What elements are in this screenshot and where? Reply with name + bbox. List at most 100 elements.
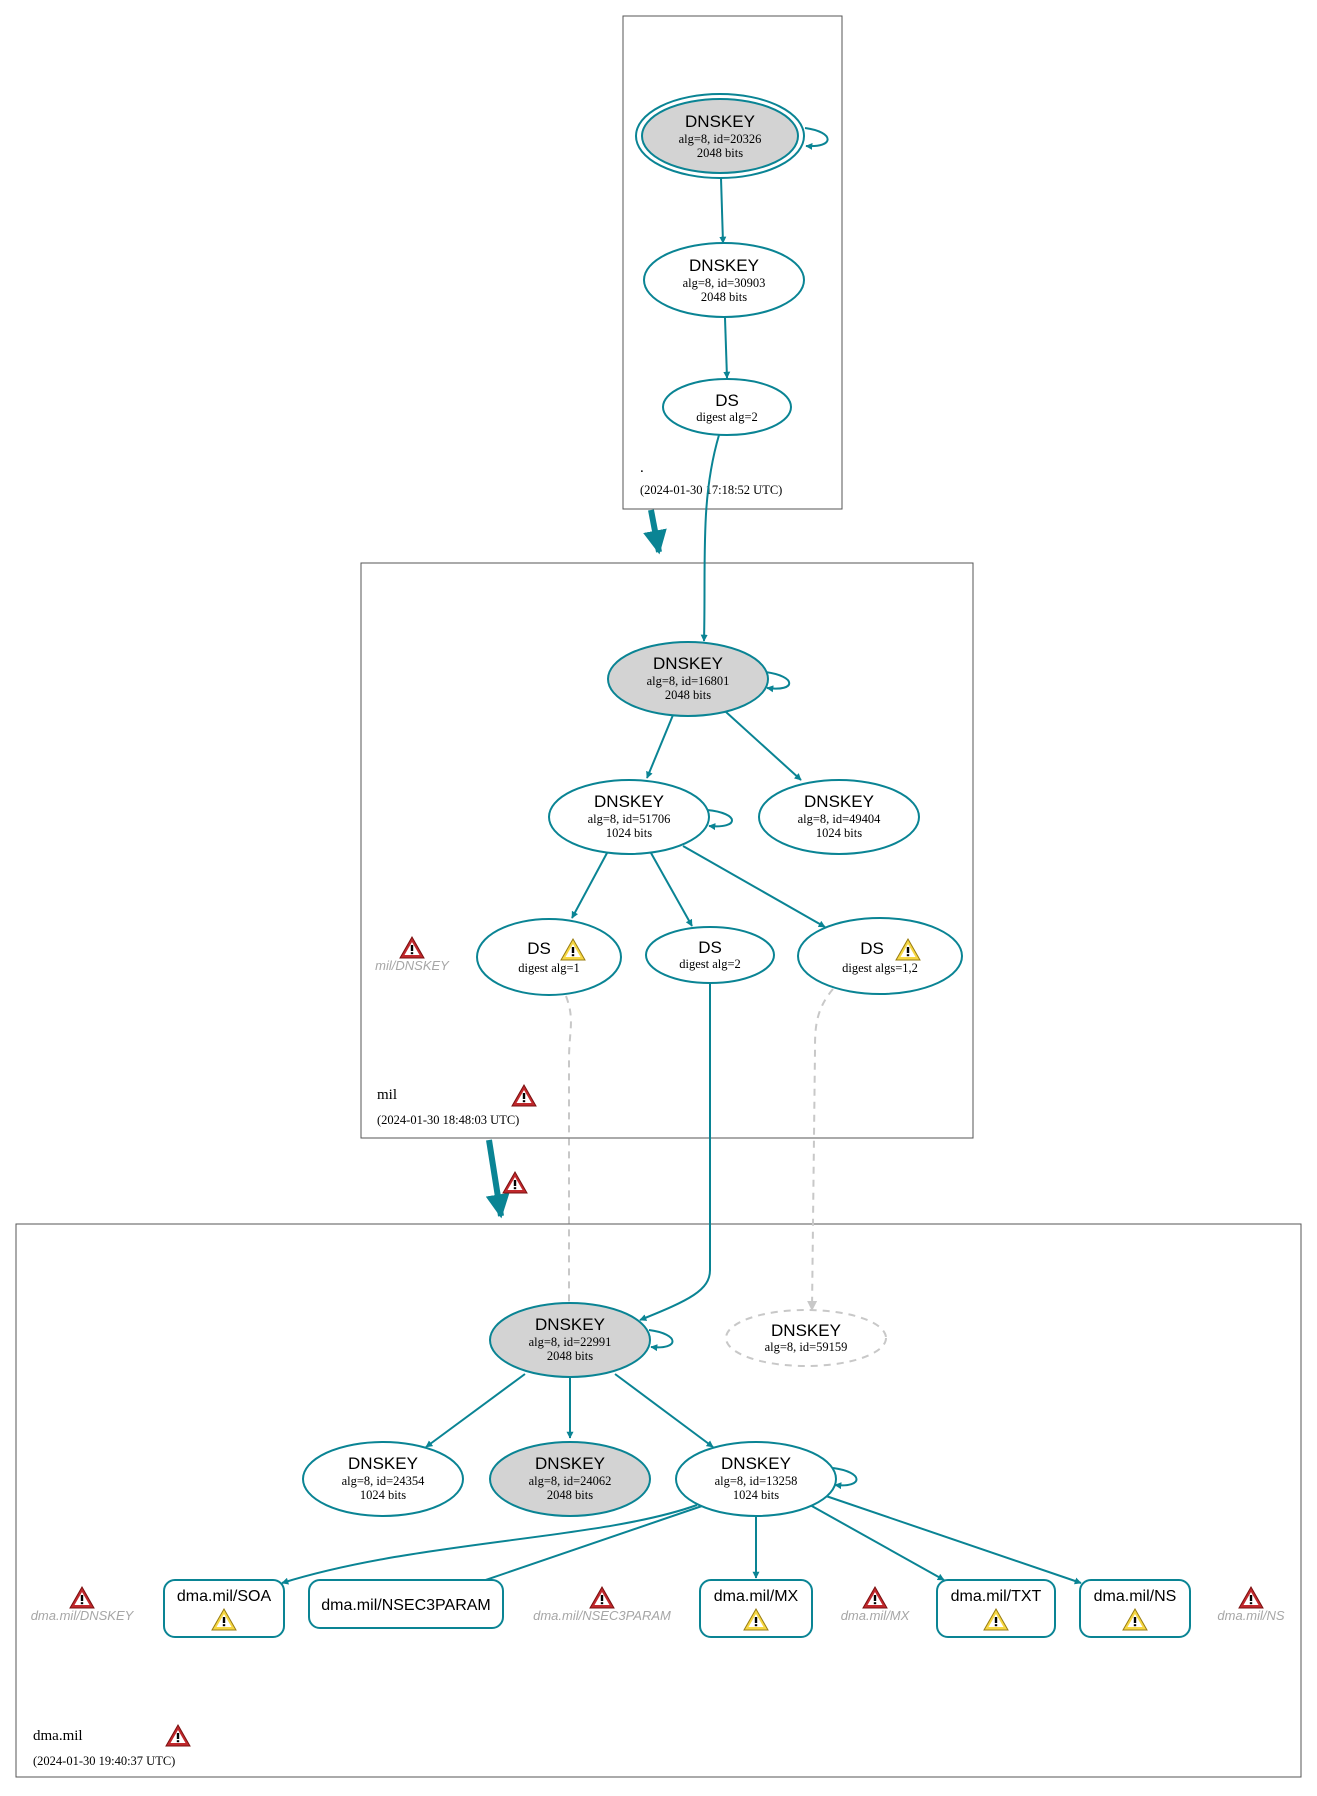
node-mil-zsk2-line2: 1024 bits: [816, 826, 862, 840]
zone-dma-box: [15, 1223, 1302, 1778]
edge-root-ds-mil-ksk: [700, 434, 720, 642]
node-mil-zsk2[interactable]: DNSKEY alg=8, id=49404 1024 bits: [758, 779, 920, 855]
edge-mil-ksk-self: [764, 671, 791, 693]
node-mil-ds3[interactable]: DS digest algs=1,2: [797, 917, 963, 995]
node-dma-zsk2-line1: alg=8, id=13258: [715, 1474, 798, 1488]
ghost-dma-mx-label: dma.mil/MX: [841, 1608, 911, 1623]
node-root-zsk-line2: 2048 bits: [701, 290, 747, 304]
edge-dma-ksk-self: [648, 1329, 674, 1352]
node-mil-ds3-line1: digest algs=1,2: [842, 961, 918, 975]
ghost-dma-nsec3param-error-icon: [589, 1586, 615, 1609]
ghost-mil-dnskey-error-icon: [399, 936, 425, 959]
zone-dma-timestamp: (2024-01-30 19:40:37 UTC): [33, 1754, 175, 1768]
rrset-ns[interactable]: dma.mil/NS: [1079, 1579, 1191, 1638]
node-dma-zsk1-title: DNSKEY: [348, 1454, 418, 1473]
node-mil-zsk1-line1: alg=8, id=51706: [588, 812, 671, 826]
node-root-ksk[interactable]: DNSKEY alg=8, id=20326 2048 bits: [635, 93, 805, 179]
node-dma-ksk[interactable]: DNSKEY alg=8, id=22991 2048 bits: [489, 1302, 651, 1378]
node-dma-zsk2-title: DNSKEY: [721, 1454, 791, 1473]
node-mil-ds1[interactable]: DS digest alg=1: [476, 918, 622, 996]
node-dma-missing-dnskey[interactable]: DNSKEY alg=8, id=59159: [725, 1309, 887, 1367]
ghost-dma-ns-label: dma.mil/NS: [1217, 1608, 1285, 1623]
node-dma-zsk1-line2: 1024 bits: [360, 1488, 406, 1502]
edge-mil-ds1-dma-ksk: [564, 995, 574, 1321]
node-dma-ksk-line2: 2048 bits: [547, 1349, 593, 1363]
rrset-nsec3param-label: dma.mil/NSEC3PARAM: [321, 1597, 491, 1614]
node-dma-ksk2-line2: 2048 bits: [547, 1488, 593, 1502]
node-root-ds[interactable]: DS digest alg=2: [662, 378, 792, 436]
node-dma-zsk1[interactable]: DNSKEY alg=8, id=24354 1024 bits: [302, 1441, 464, 1517]
node-dma-missing-line1: alg=8, id=59159: [765, 1340, 848, 1354]
delegation-mil-to-dma: [485, 1139, 510, 1219]
zone-mil-box: [360, 562, 974, 1139]
edge-root-ksk-zsk: [719, 177, 727, 244]
node-mil-ksk-title: DNSKEY: [653, 654, 723, 673]
edge-dma-zsk2-txt: [809, 1504, 945, 1581]
delegation-error-icon: [502, 1171, 528, 1194]
zone-root-name: .: [640, 460, 644, 476]
node-root-ds-title: DS: [715, 391, 739, 410]
node-mil-ds3-title: DS: [860, 939, 884, 958]
node-mil-ksk-line1: alg=8, id=16801: [647, 674, 730, 688]
zone-root-timestamp: (2024-01-30 17:18:52 UTC): [640, 483, 782, 497]
edge-mil-zsk1-ds3: [682, 845, 826, 928]
node-dma-ksk2-title: DNSKEY: [535, 1454, 605, 1473]
node-dma-ksk-line1: alg=8, id=22991: [529, 1335, 612, 1349]
node-mil-ds2[interactable]: DS digest alg=2: [645, 926, 775, 984]
rrset-txt-label: dma.mil/TXT: [951, 1588, 1042, 1605]
edge-dma-zsk2-self: [832, 1467, 858, 1490]
node-dma-missing-title: DNSKEY: [771, 1321, 841, 1340]
node-mil-zsk1[interactable]: DNSKEY alg=8, id=51706 1024 bits: [548, 779, 710, 855]
node-root-zsk[interactable]: DNSKEY alg=8, id=30903 2048 bits: [643, 242, 805, 318]
edge-mil-zsk1-self: [706, 809, 733, 831]
ghost-dma-dnskey-error-icon: [69, 1586, 95, 1609]
ghost-dma-nsec3param-label: dma.mil/NSEC3PARAM: [533, 1608, 671, 1623]
node-dma-zsk2[interactable]: DNSKEY alg=8, id=13258 1024 bits: [675, 1441, 837, 1517]
node-mil-zsk2-line1: alg=8, id=49404: [798, 812, 882, 826]
node-dma-ksk2[interactable]: DNSKEY alg=8, id=24062 2048 bits: [489, 1441, 651, 1517]
node-mil-ds1-line1: digest alg=1: [518, 961, 580, 975]
edge-dma-zsk2-soa: [281, 1504, 698, 1585]
edge-mil-ksk-zsk2: [725, 711, 802, 781]
rrset-txt[interactable]: dma.mil/TXT: [936, 1579, 1056, 1638]
ghost-mil-dnskey-label: mil/DNSKEY: [375, 958, 450, 973]
edge-dma-ksk-zsk1: [425, 1373, 526, 1448]
rrset-soa-label: dma.mil/SOA: [177, 1588, 272, 1605]
edge-root-zsk-ds: [723, 317, 731, 379]
ghost-dma-ns-error-icon: [1238, 1586, 1264, 1609]
edge-dma-zsk2-ns: [825, 1495, 1082, 1585]
node-mil-zsk1-title: DNSKEY: [594, 792, 664, 811]
node-root-ds-line1: digest alg=2: [696, 410, 758, 424]
rrset-mx-label: dma.mil/MX: [714, 1588, 799, 1605]
node-mil-ds2-line1: digest alg=2: [679, 957, 741, 971]
node-mil-ds2-title: DS: [698, 938, 722, 957]
node-dma-zsk2-line2: 1024 bits: [733, 1488, 779, 1502]
rrset-nsec3param[interactable]: dma.mil/NSEC3PARAM: [308, 1579, 504, 1629]
node-mil-ksk[interactable]: DNSKEY alg=8, id=16801 2048 bits: [607, 641, 769, 717]
edge-dma-zsk2-nsec3param: [470, 1505, 703, 1587]
zone-mil-name: mil: [377, 1087, 397, 1103]
rrset-mx[interactable]: dma.mil/MX: [699, 1579, 813, 1638]
node-root-ksk-line1: alg=8, id=20326: [679, 132, 762, 146]
edge-mil-ds2-dma-ksk: [639, 984, 711, 1321]
node-dma-ksk-title: DNSKEY: [535, 1315, 605, 1334]
edge-root-ksk-self: [804, 127, 829, 150]
ghost-dma-dnskey-label: dma.mil/DNSKEY: [31, 1608, 135, 1623]
delegation-root-to-mil: [643, 509, 667, 555]
edge-dma-ksk-zsk2: [614, 1373, 714, 1448]
node-root-zsk-line1: alg=8, id=30903: [683, 276, 766, 290]
node-mil-zsk1-line2: 1024 bits: [606, 826, 652, 840]
ghost-dma-mx-error-icon: [862, 1586, 888, 1609]
zone-root-box: [622, 15, 843, 510]
rrset-soa[interactable]: dma.mil/SOA: [163, 1579, 285, 1638]
node-dma-zsk1-line1: alg=8, id=24354: [342, 1474, 426, 1488]
edge-mil-zsk1-ds2: [650, 852, 693, 927]
node-mil-ds1-title: DS: [527, 939, 551, 958]
node-dma-ksk2-line1: alg=8, id=24062: [529, 1474, 612, 1488]
edge-mil-ksk-zsk1: [646, 714, 674, 779]
zone-mil-error-icon: [511, 1084, 537, 1107]
zone-mil-timestamp: (2024-01-30 18:48:03 UTC): [377, 1113, 519, 1127]
node-mil-zsk2-title: DNSKEY: [804, 792, 874, 811]
node-root-ksk-title: DNSKEY: [685, 112, 755, 131]
